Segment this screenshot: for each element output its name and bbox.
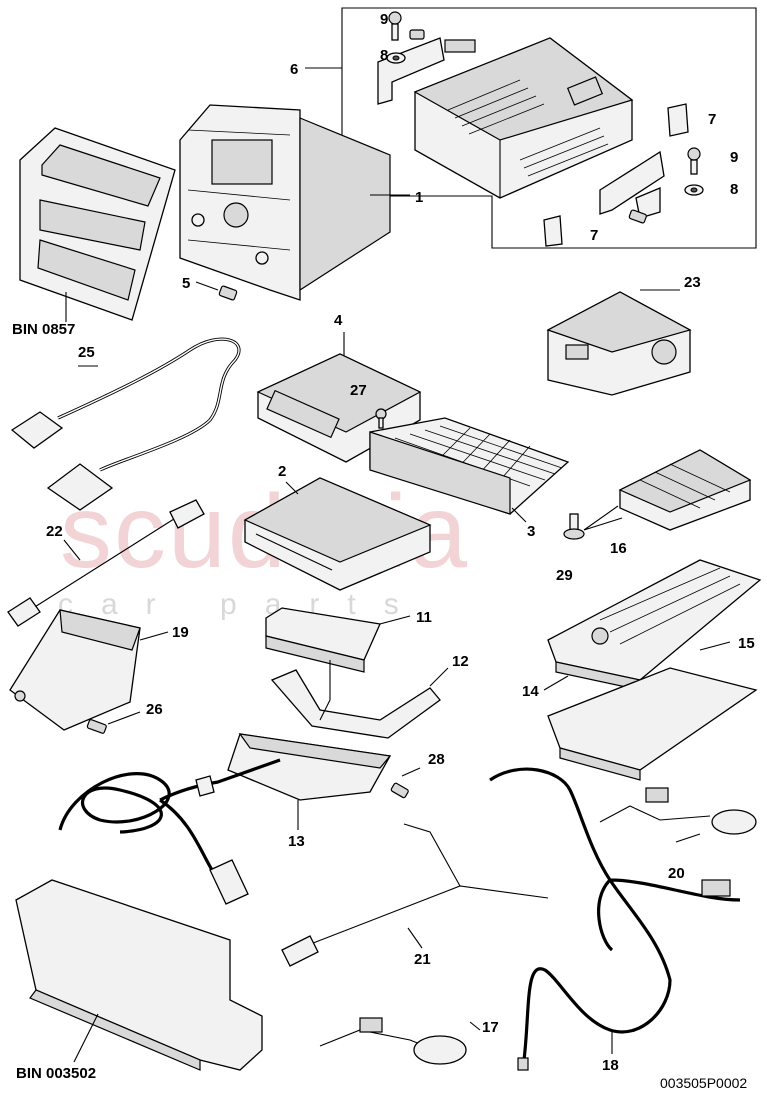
part-3-mounting-cage [369,417,570,523]
part-12-bracket [270,660,449,739]
clip-7-bottom [543,215,563,247]
callout-27: 27 [350,382,367,399]
part-6-bracket-right [599,150,665,219]
part-18-wiring-harness [489,767,741,1071]
callout-29: 29 [556,567,573,584]
callout-21: 21 [414,951,431,968]
part-6-navigation-unit [413,37,634,199]
screw-9-right [687,147,701,175]
callout-20: 20 [668,865,685,882]
watermark-subtext: car parts [58,588,427,621]
callout-6: 6 [290,61,299,78]
callout-17: 17 [482,1019,499,1036]
callout-26: 26 [146,701,163,718]
reference-bin-top: BIN 0857 [12,321,76,338]
callout-25: 25 [78,344,95,361]
part-22-antenna-cable [7,499,205,627]
callout-11: 11 [416,609,432,626]
screw-small-top [409,29,425,40]
part-2-disc-changer [243,477,432,591]
washer-8-top [386,52,406,64]
callout-8-right: 8 [730,181,739,198]
screw-26 [86,711,141,734]
part-23-module [546,289,692,396]
callout-15: 15 [738,635,755,652]
part-13-tray [227,733,392,830]
washer-8-right [684,184,704,196]
callout-2: 2 [278,463,287,480]
part-15-cradle [547,641,758,781]
part-17-microphone [319,1017,481,1065]
callout-5: 5 [182,275,191,292]
part-14-remote-control [543,559,762,691]
callout-23: 23 [684,274,701,291]
coiled-antenna-cable [58,758,281,905]
callout-9-right: 9 [730,149,739,166]
part-1-head-unit [179,104,410,301]
callout-19: 19 [172,624,189,641]
part-20-sensor [599,787,757,843]
callout-12: 12 [452,653,469,670]
callout-13: 13 [288,833,305,850]
trim-panel-bin-003502 [15,879,263,1071]
callout-16: 16 [610,540,627,557]
drawing-number: 003505P0002 [660,1075,748,1091]
callout-3: 3 [527,523,536,540]
screw-28 [390,767,421,799]
callout-7-right: 7 [708,111,717,128]
part-21-cable [281,823,549,967]
callout-7-bottom: 7 [590,227,599,244]
screw-29 [563,513,585,540]
callout-18: 18 [602,1057,619,1074]
callout-9-top: 9 [380,11,389,28]
part-16-control-panel [583,449,752,531]
part-11-module [265,607,411,673]
callout-14: 14 [522,683,539,700]
screw-9-top [388,11,402,41]
screw-27 [375,408,387,429]
screw-5 [195,281,238,301]
callout-22: 22 [46,523,63,540]
clip-7-right [667,103,689,137]
part-6-bracket-left [377,37,476,105]
callout-28: 28 [428,751,445,768]
callout-8-top: 8 [380,47,389,64]
callout-1: 1 [415,189,424,206]
screw-small-bottom [628,209,647,224]
callout-4: 4 [334,312,343,329]
trim-panel-bin-0857 [19,127,176,322]
part-25-cable [10,337,241,511]
part-19-housing [9,609,169,731]
reference-bin-bottom: BIN 003502 [16,1065,97,1082]
